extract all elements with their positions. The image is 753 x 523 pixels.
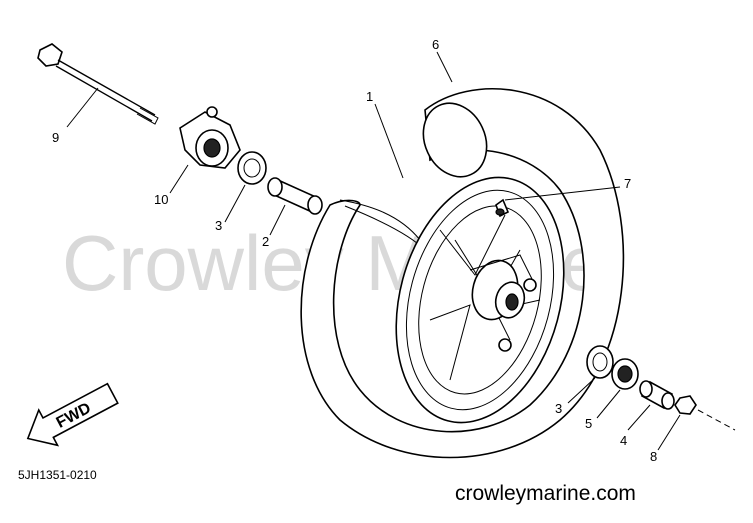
callout-5: 5 [585, 416, 592, 431]
axle-bolt-part-9[interactable] [37, 43, 159, 125]
gear-unit-part-10[interactable] [179, 106, 241, 169]
callout-2: 2 [262, 234, 269, 249]
fwd-arrow: FWD [26, 382, 119, 447]
site-label[interactable]: crowleymarine.com [455, 482, 636, 505]
collar-part-4[interactable] [639, 380, 675, 410]
callout-1: 1 [366, 89, 373, 104]
callout-4: 4 [620, 433, 627, 448]
callout-9: 9 [52, 130, 59, 145]
callout-10: 10 [154, 192, 168, 207]
callout-6: 6 [432, 37, 439, 52]
nut-part-8[interactable] [674, 395, 736, 431]
bearing-part-3-lower[interactable] [586, 345, 614, 379]
spacer-part-2[interactable] [267, 177, 323, 215]
oil-seal-part-5[interactable] [611, 358, 639, 390]
valve-part-7[interactable] [495, 198, 510, 218]
bearing-part-3-upper[interactable] [237, 151, 267, 185]
callout-7: 7 [624, 176, 631, 191]
wheel-rim-part-1[interactable] [370, 159, 589, 442]
callout-3-upper: 3 [215, 218, 222, 233]
callout-labels: 1 2 3 3 4 5 6 7 8 9 10 [52, 37, 657, 464]
tire-part-6[interactable] [300, 88, 625, 459]
drawing-code: 5JH1351-0210 [18, 468, 97, 482]
callout-8: 8 [650, 449, 657, 464]
leader-lines [66, 51, 681, 451]
callout-3-lower: 3 [555, 401, 562, 416]
